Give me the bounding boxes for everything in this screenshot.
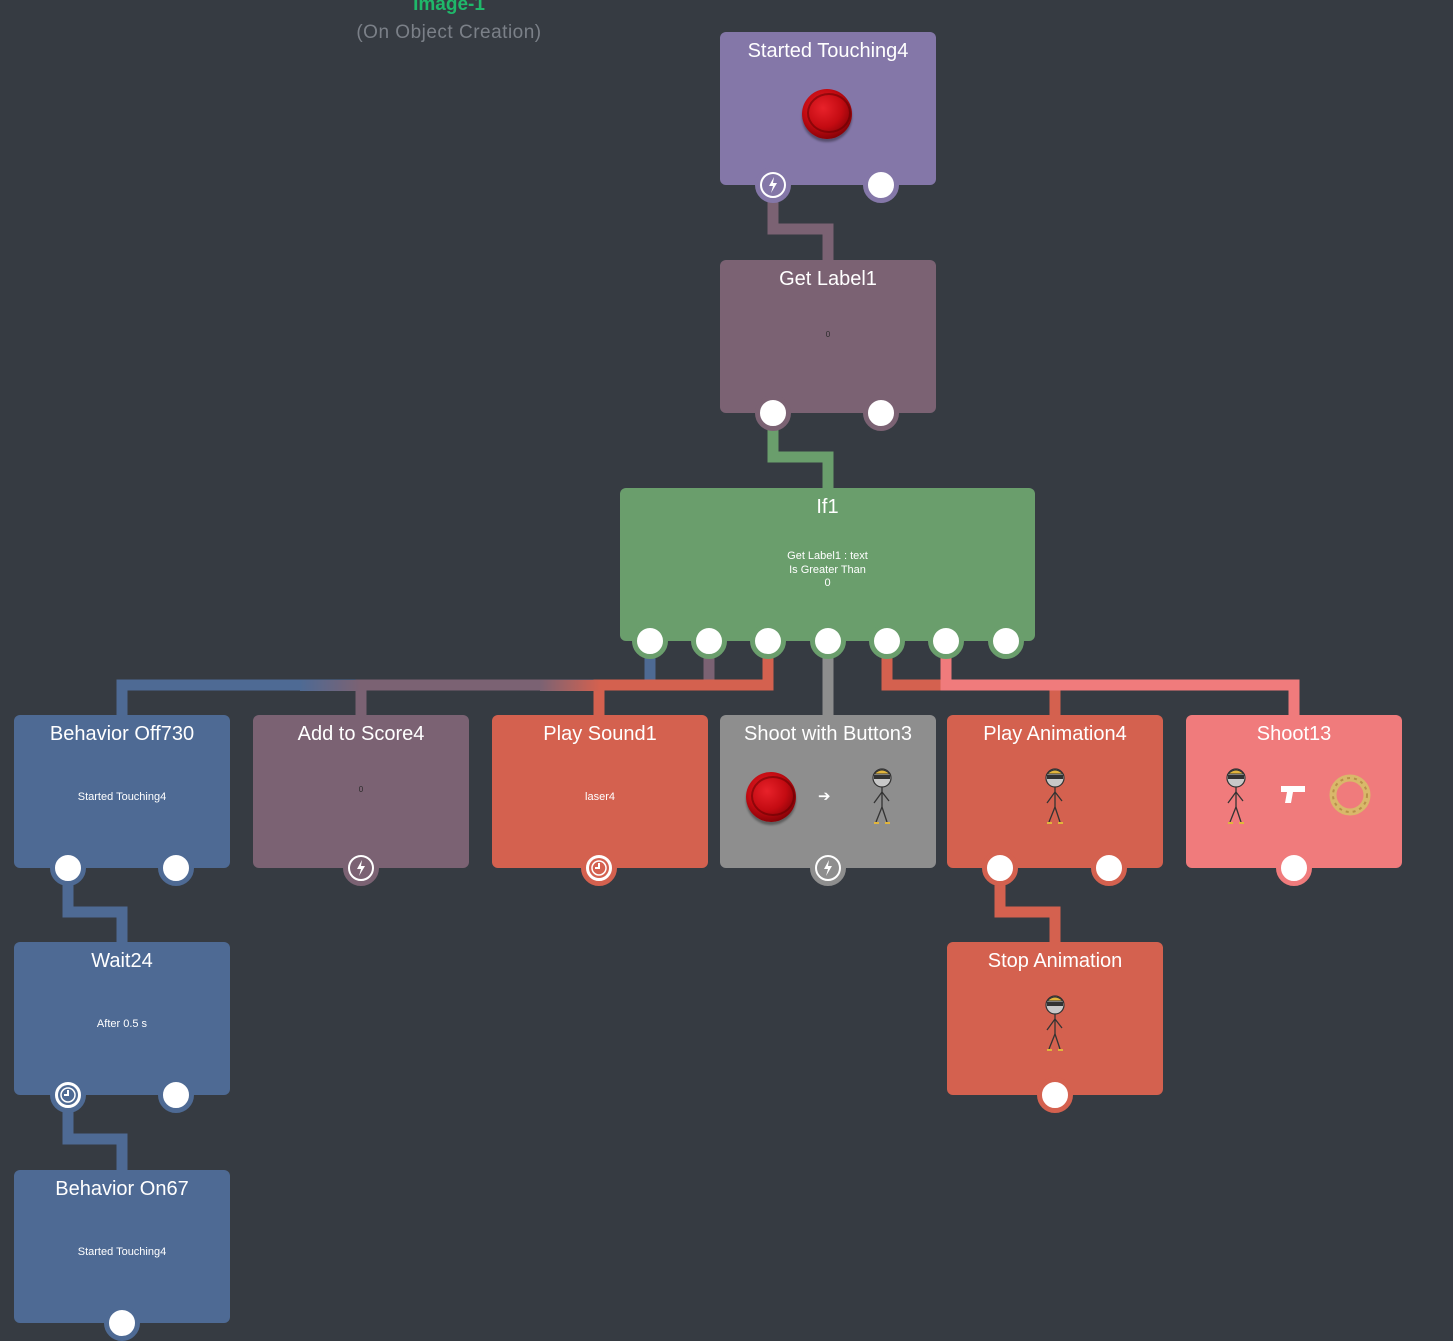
node-title: Behavior On67 [55,1178,189,1200]
node-desc: Started Touching4 [77,1246,167,1258]
node-title: Add to Score4 [297,723,425,745]
if-port-1[interactable] [632,623,668,659]
wire-getlabel-to-if [767,418,834,490]
gun-icon [1281,786,1305,803]
node-shoot-with-button[interactable]: Shoot with Button3 ➔ [720,715,936,886]
node-stop-animation[interactable]: Stop Animation [947,942,1163,1113]
node-get-label[interactable]: Get Label1 0 [720,260,936,431]
stickman-icon [1226,768,1246,824]
if-port-3[interactable] [750,623,786,659]
wire-blend-2 [540,680,600,691]
node-title: Get Label1 [779,268,877,290]
node-wait[interactable]: Wait24 After 0.5 s [14,942,230,1113]
arrow-icon: ➔ [818,788,831,805]
output-port-2[interactable] [1091,850,1127,886]
red-button-icon [746,772,796,822]
stickman-icon [1045,768,1065,824]
node-title: Behavior Off730 [49,723,195,745]
if-condition-left: Get Label1 : text [787,550,868,562]
wire-started-to-getlabel [767,190,834,262]
output-port-2[interactable] [158,850,194,886]
wire-wait-to-behavior-on [62,1100,128,1172]
wire-blend-1 [300,680,360,691]
output-port[interactable] [1037,1077,1073,1113]
output-port[interactable] [1276,850,1312,886]
trigger-port[interactable] [755,167,791,203]
node-started-touching[interactable]: Started Touching4 [720,32,936,203]
ring-bullet-icon [1329,774,1371,816]
clock-icon [58,1085,78,1105]
node-title: Wait24 [91,950,153,972]
node-title: Shoot13 [1256,723,1332,745]
trigger-port[interactable] [343,850,379,886]
trigger-port[interactable] [810,850,846,886]
lightning-icon [817,857,839,879]
if-port-7[interactable] [988,623,1024,659]
node-desc: laser4 [585,791,615,803]
node-title: Shoot with Button3 [744,723,912,745]
output-port[interactable] [50,850,86,886]
node-if[interactable]: If1 Get Label1 : text Is Greater Than 0 [620,488,1035,659]
lightning-icon [350,857,372,879]
node-add-to-score[interactable]: Add to Score4 0 [253,715,469,886]
output-port[interactable] [755,395,791,431]
stickman-icon [872,768,892,824]
node-title: If1 [816,496,839,518]
output-port[interactable] [863,167,899,203]
node-title: Play Animation4 [983,723,1127,745]
if-port-4[interactable] [810,623,846,659]
if-condition-right: 0 [824,577,831,589]
output-port-2[interactable] [158,1077,194,1113]
if-port-6[interactable] [928,623,964,659]
object-title: Image-1 [413,0,485,15]
node-title: Play Sound1 [543,723,657,745]
node-play-animation[interactable]: Play Animation4 [947,715,1163,886]
clock-port[interactable] [581,850,617,886]
if-condition-operator: Is Greater Than [789,563,866,576]
wire-if-to-shoot [940,645,1300,718]
red-button-icon [802,89,852,139]
if-port-5[interactable] [869,623,905,659]
lightning-icon [762,174,784,196]
output-port-2[interactable] [863,395,899,431]
clock-port[interactable] [50,1077,86,1113]
wire-if-to-play-sound [593,645,774,718]
node-behavior-off[interactable]: Behavior Off730 Started Touching4 [14,715,230,886]
object-event-label: (On Object Creation) [356,22,542,43]
node-title: Started Touching4 [747,40,909,62]
node-shoot[interactable]: Shoot13 [1186,715,1402,886]
if-condition: Get Label1 : text Is Greater Than 0 [620,550,1035,591]
wire-play-anim-to-stop-anim [994,873,1061,945]
node-title: Stop Animation [987,950,1123,972]
node-behavior-on[interactable]: Behavior On67 Started Touching4 [14,1170,230,1341]
clock-icon [589,858,609,878]
node-value: 0 [825,330,831,339]
node-value: 0 [358,785,364,794]
output-port[interactable] [104,1305,140,1341]
output-port[interactable] [982,850,1018,886]
wire-if-to-add-score [355,645,715,718]
node-desc: Started Touching4 [77,791,167,803]
if-port-2[interactable] [691,623,727,659]
node-play-sound[interactable]: Play Sound1 laser4 [492,715,708,886]
wire-behavior-off-to-wait [62,873,128,945]
stickman-icon [1045,995,1065,1051]
node-desc: After 0.5 s [96,1018,148,1030]
